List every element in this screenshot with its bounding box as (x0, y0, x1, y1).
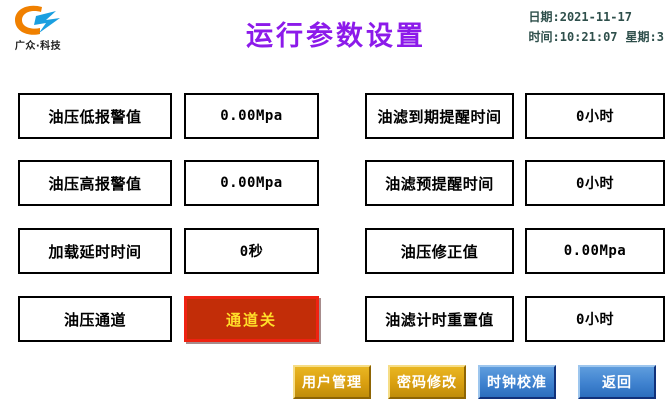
company-logo-icon (15, 5, 60, 35)
company-logo-text: 广众·科技 (14, 41, 62, 52)
week-value: 3 (656, 30, 664, 44)
time-value: 10:21:07 (559, 30, 618, 44)
param-label-oil-filter-timer-reset: 油滤计时重置值 (365, 296, 514, 342)
password-change-button[interactable]: 密码修改 (388, 365, 466, 399)
param-value-load-delay-time[interactable]: 0秒 (184, 228, 319, 274)
param-value-oil-pressure-correction[interactable]: 0.00Mpa (525, 228, 665, 274)
bottom-button-bar: 用户管理 密码修改 时钟校准 返回 (0, 365, 672, 403)
datetime-display: 日期:2021-11-17 时间:10:21:07 星期:3 (529, 7, 665, 47)
clock-calibration-button[interactable]: 时钟校准 (478, 365, 556, 399)
param-label-oil-filter-pre-reminder-time: 油滤预提醒时间 (365, 160, 514, 206)
time-row: 时间:10:21:07 星期:3 (529, 27, 665, 47)
param-value-oil-filter-due-reminder-time[interactable]: 0小时 (525, 93, 665, 139)
param-label-oil-pressure-high-alarm: 油压高报警值 (18, 160, 172, 206)
company-logo: 广众·科技 (6, 4, 70, 56)
date-row: 日期:2021-11-17 (529, 7, 665, 27)
param-label-oil-pressure-channel: 油压通道 (18, 296, 172, 342)
param-value-oil-pressure-high-alarm[interactable]: 0.00Mpa (184, 160, 319, 206)
time-label: 时间: (528, 30, 560, 44)
param-label-oil-pressure-low-alarm: 油压低报警值 (18, 93, 172, 139)
date-label: 日期: (528, 10, 560, 24)
page-title: 运行参数设置 (246, 21, 426, 52)
param-label-oil-pressure-correction: 油压修正值 (365, 228, 514, 274)
date-value: 2021-11-17 (559, 10, 632, 24)
param-value-oil-filter-timer-reset[interactable]: 0小时 (525, 296, 665, 342)
week-label: 星期: (625, 30, 657, 44)
user-management-button[interactable]: 用户管理 (293, 365, 371, 399)
param-toggle-oil-pressure-channel[interactable]: 通道关 (184, 296, 319, 342)
param-value-oil-pressure-low-alarm[interactable]: 0.00Mpa (184, 93, 319, 139)
param-label-oil-filter-due-reminder-time: 油滤到期提醒时间 (365, 93, 514, 139)
param-value-oil-filter-pre-reminder-time[interactable]: 0小时 (525, 160, 665, 206)
back-button[interactable]: 返回 (578, 365, 656, 399)
param-label-load-delay-time: 加载延时时间 (18, 228, 172, 274)
